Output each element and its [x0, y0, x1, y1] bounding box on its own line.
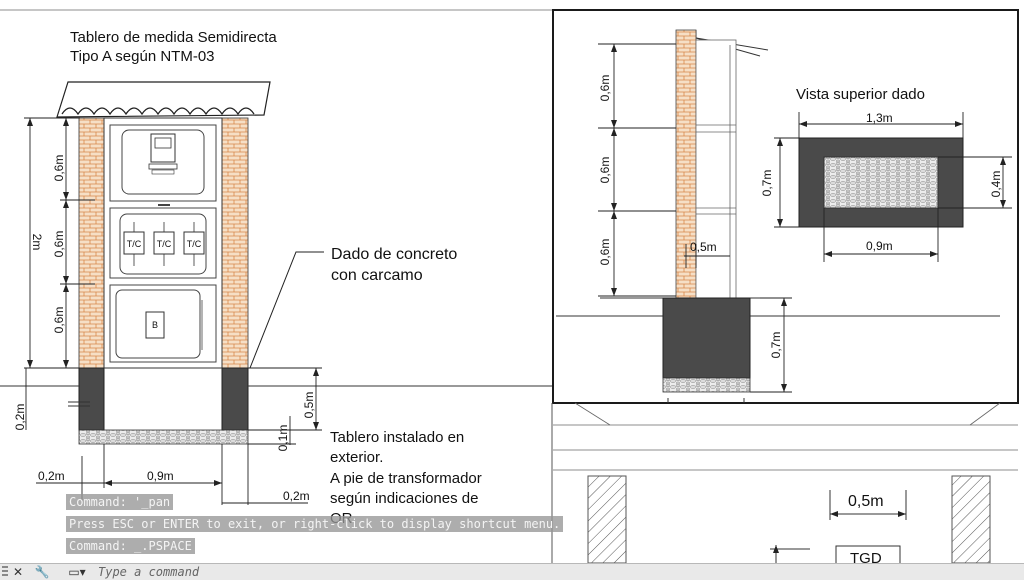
callout-leader [249, 251, 324, 369]
concrete-base-right [221, 367, 249, 431]
wrench-icon[interactable]: 🔧 [34, 565, 50, 579]
svg-text:según indicaciones de: según indicaciones de [330, 490, 478, 507]
concrete-base-left [78, 367, 105, 431]
elevation-view: Tablero de medida Semidirecta Tipo A seg… [0, 29, 552, 527]
drawing-title-line2: Tipo A según NTM-03 [70, 48, 215, 65]
svg-text:0,2m: 0,2m [38, 469, 65, 483]
svg-text:0,2m: 0,2m [13, 404, 27, 431]
command-history-line: Press ESC or ENTER to exit, or right-cli… [66, 516, 564, 532]
recent-commands-icon[interactable]: ▭▾ [68, 565, 86, 579]
command-history-line: Command: '_pan [66, 494, 174, 510]
svg-text:0,6m: 0,6m [598, 239, 612, 266]
command-history-line: Command: _.PSPACE [66, 538, 195, 554]
svg-text:2m: 2m [30, 234, 44, 251]
svg-text:0,4m: 0,4m [989, 171, 1003, 198]
svg-text:0,2m: 0,2m [283, 489, 310, 503]
side-concrete-base [662, 297, 751, 379]
svg-text:0,6m: 0,6m [598, 75, 612, 102]
top-view: Vista superior dado 1,3m 0,7m 0,4m 0,9m [760, 86, 1012, 262]
svg-text:T/C: T/C [157, 239, 172, 249]
svg-text:0,9m: 0,9m [866, 239, 893, 253]
close-icon[interactable]: ✕ [12, 565, 24, 579]
roof [56, 81, 271, 118]
svg-text:0,5m: 0,5m [690, 240, 717, 254]
main-breaker [145, 311, 165, 339]
brick-pillar-right [221, 117, 249, 369]
brick-pillar-left [78, 117, 105, 369]
side-view: 0,6m 0,6m 0,6m 0,5m 0,7m [556, 29, 1000, 403]
svg-text:T/C: T/C [127, 239, 142, 249]
callout-text: Dado de concreto [331, 246, 457, 263]
svg-text:0,1m: 0,1m [276, 425, 290, 452]
command-input[interactable] [98, 564, 618, 580]
svg-text:A pie de transformador: A pie de transformador [330, 470, 482, 487]
installation-note: Tablero instalado en exterior. A pie de … [330, 429, 482, 527]
roof-corrugation [61, 107, 255, 116]
tgd-label: TGD [850, 550, 882, 567]
svg-text:0,6m: 0,6m [52, 155, 66, 182]
svg-text:Tablero instalado en: Tablero instalado en [330, 429, 464, 446]
svg-text:0,7m: 0,7m [769, 332, 783, 359]
svg-text:0,5m: 0,5m [848, 493, 884, 510]
top-view-title: Vista superior dado [796, 86, 925, 103]
grip-handle-icon[interactable] [2, 566, 8, 578]
svg-text:0,6m: 0,6m [598, 157, 612, 184]
background-sheet: 0,5m TGD [551, 402, 1018, 567]
dimension-arrows [27, 118, 319, 486]
svg-text:exterior.: exterior. [330, 449, 383, 466]
svg-text:1,3m: 1,3m [866, 111, 893, 125]
svg-text:0,9m: 0,9m [147, 469, 174, 483]
svg-text:0,6m: 0,6m [52, 231, 66, 258]
svg-text:0,7m: 0,7m [760, 170, 774, 197]
svg-text:con carcamo: con carcamo [331, 267, 423, 284]
gravel-layer [78, 429, 249, 445]
svg-text:B: B [152, 320, 158, 330]
elevation-dimensions [24, 117, 322, 505]
svg-text:T/C: T/C [187, 239, 202, 249]
drawing-title-line1: Tablero de medida Semidirecta [70, 29, 277, 46]
svg-text:0,6m: 0,6m [52, 307, 66, 334]
svg-text:0,5m: 0,5m [302, 392, 316, 419]
command-line-bar: ✕ 🔧 ▭▾ [0, 563, 1024, 580]
